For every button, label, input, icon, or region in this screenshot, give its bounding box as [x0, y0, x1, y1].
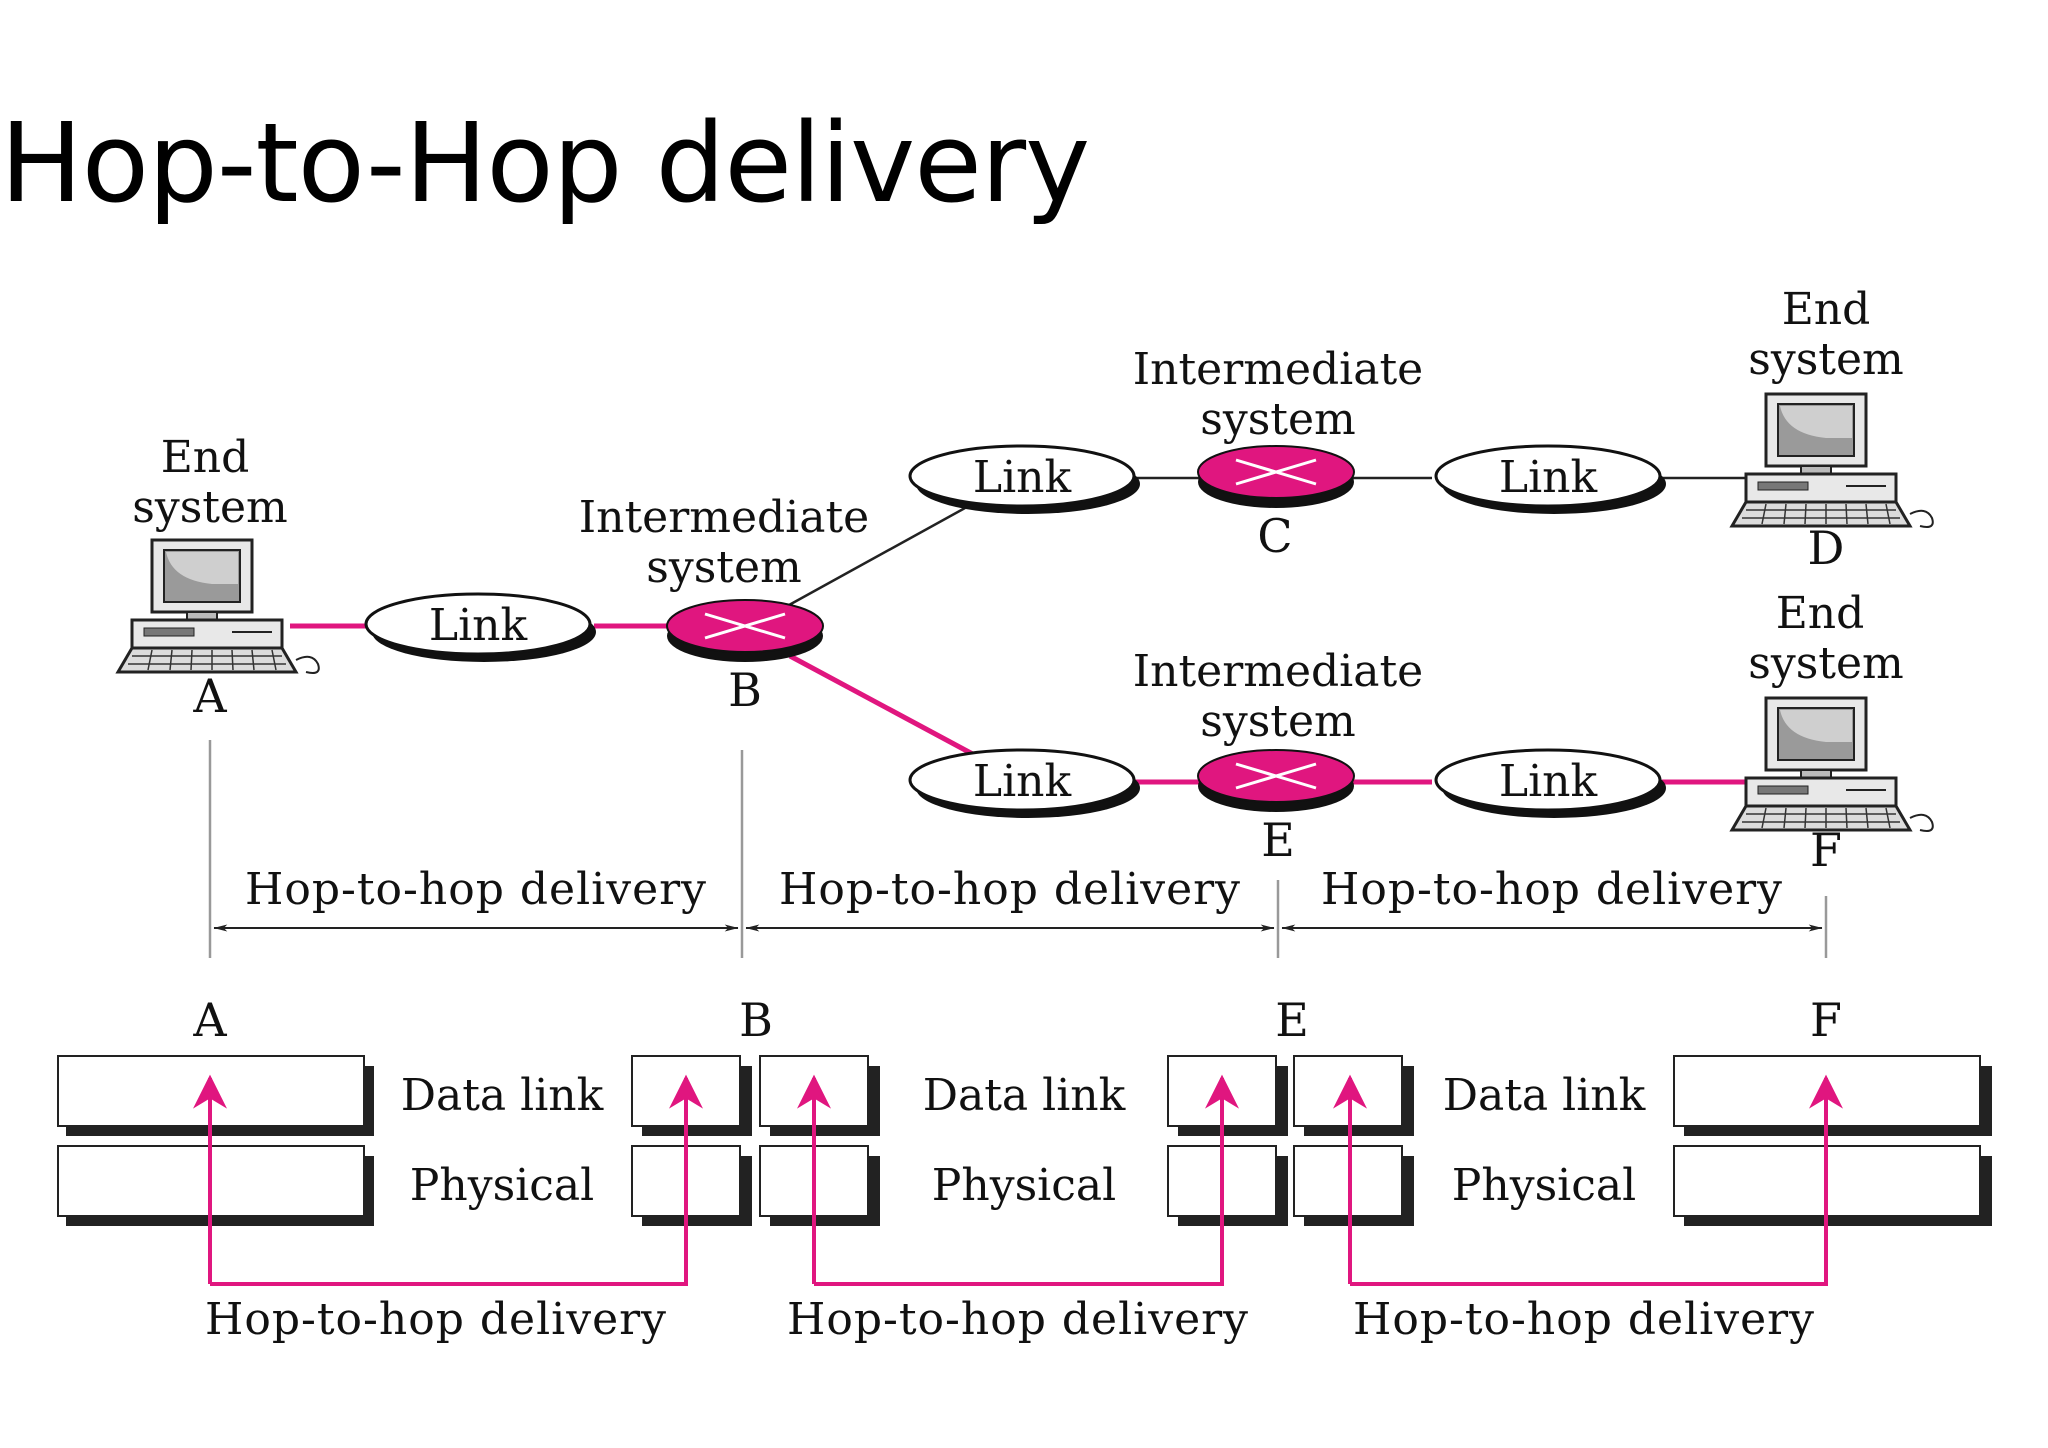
intermediate-e-label-1: Intermediate — [1133, 646, 1423, 697]
upper-hop-span: Hop-to-hop delivery Hop-to-hop delivery … — [208, 740, 1828, 958]
protocol-stacks: A B E F — [57, 993, 1992, 1226]
intermediate-system-b: Intermediate system B — [579, 492, 869, 717]
link-c-d: Link — [1434, 444, 1668, 516]
stack-node-f: F — [1810, 993, 1842, 1047]
node-label-f: F — [1810, 823, 1842, 877]
layer-label-physical-1: Physical — [410, 1160, 594, 1211]
layer-label-physical-3: Physical — [1452, 1160, 1636, 1211]
end-system-a-label-2: system — [132, 482, 287, 533]
end-system-f-label-2: system — [1748, 638, 1903, 689]
end-system-a: End system A — [116, 432, 321, 723]
node-label-e: E — [1261, 813, 1295, 867]
stack-node-b: B — [739, 993, 773, 1047]
link-e-f-label: Link — [1499, 756, 1598, 807]
stack-node-a: A — [192, 993, 227, 1047]
intermediate-system-e: Intermediate system E — [1133, 646, 1423, 867]
end-system-a-label-1: End — [161, 432, 250, 483]
slide-title: Hop-to-Hop delivery — [0, 99, 1090, 227]
link-b-c: Link — [908, 444, 1142, 516]
computer-icon — [1730, 392, 1935, 529]
stack-node-e: E — [1275, 993, 1309, 1047]
hop-label-lower-2: Hop-to-hop delivery — [787, 1294, 1249, 1345]
router-icon — [665, 598, 825, 664]
connections — [290, 476, 1748, 785]
hop-label-upper-2: Hop-to-hop delivery — [779, 864, 1241, 915]
layer-label-physical-2: Physical — [932, 1160, 1116, 1211]
node-label-a: A — [192, 669, 227, 723]
link-a-b-label: Link — [429, 600, 528, 651]
hop-label-upper-3: Hop-to-hop delivery — [1321, 864, 1783, 915]
intermediate-b-label-1: Intermediate — [579, 492, 869, 543]
node-label-b: B — [728, 663, 762, 717]
hop-label-lower-3: Hop-to-hop delivery — [1353, 1294, 1815, 1345]
computer-icon — [116, 538, 321, 675]
end-system-f: End system F — [1730, 588, 1935, 877]
node-label-d: D — [1808, 521, 1845, 575]
intermediate-system-c: Intermediate system C — [1133, 344, 1423, 563]
hop-path-b-up — [210, 1074, 703, 1286]
hop-path-f-up — [1350, 1074, 1843, 1286]
hop-label-upper-1: Hop-to-hop delivery — [245, 864, 707, 915]
hop-label-lower-1: Hop-to-hop delivery — [205, 1294, 667, 1345]
intermediate-e-label-2: system — [1200, 696, 1355, 747]
node-label-c: C — [1257, 509, 1292, 563]
hop-paths — [193, 1074, 1843, 1286]
link-b-e-label: Link — [973, 756, 1072, 807]
computer-icon — [1730, 696, 1935, 833]
link-c-d-label: Link — [1499, 452, 1598, 503]
link-b-c-label: Link — [973, 452, 1072, 503]
end-system-d-label-2: system — [1748, 334, 1903, 385]
layer-label-data-link-2: Data link — [923, 1070, 1126, 1121]
layer-label-data-link-1: Data link — [401, 1070, 604, 1121]
intermediate-c-label-2: system — [1200, 394, 1355, 445]
hop-path-e-up — [814, 1074, 1239, 1286]
intermediate-b-label-2: system — [646, 542, 801, 593]
end-system-d-label-1: End — [1782, 284, 1871, 335]
end-system-f-label-1: End — [1776, 588, 1865, 639]
router-icon — [1196, 444, 1356, 510]
link-line-b-lower — [788, 653, 982, 761]
lower-hop-labels: Hop-to-hop delivery Hop-to-hop delivery … — [205, 1294, 1815, 1345]
end-system-d: End system D — [1730, 284, 1935, 575]
intermediate-c-label-1: Intermediate — [1133, 344, 1423, 395]
link-a-b: Link — [364, 592, 598, 664]
layer-label-data-link-3: Data link — [1443, 1070, 1646, 1121]
link-b-e: Link — [908, 748, 1142, 820]
link-line-b-upper — [779, 506, 966, 612]
router-icon — [1196, 748, 1356, 814]
link-e-f: Link — [1434, 748, 1668, 820]
